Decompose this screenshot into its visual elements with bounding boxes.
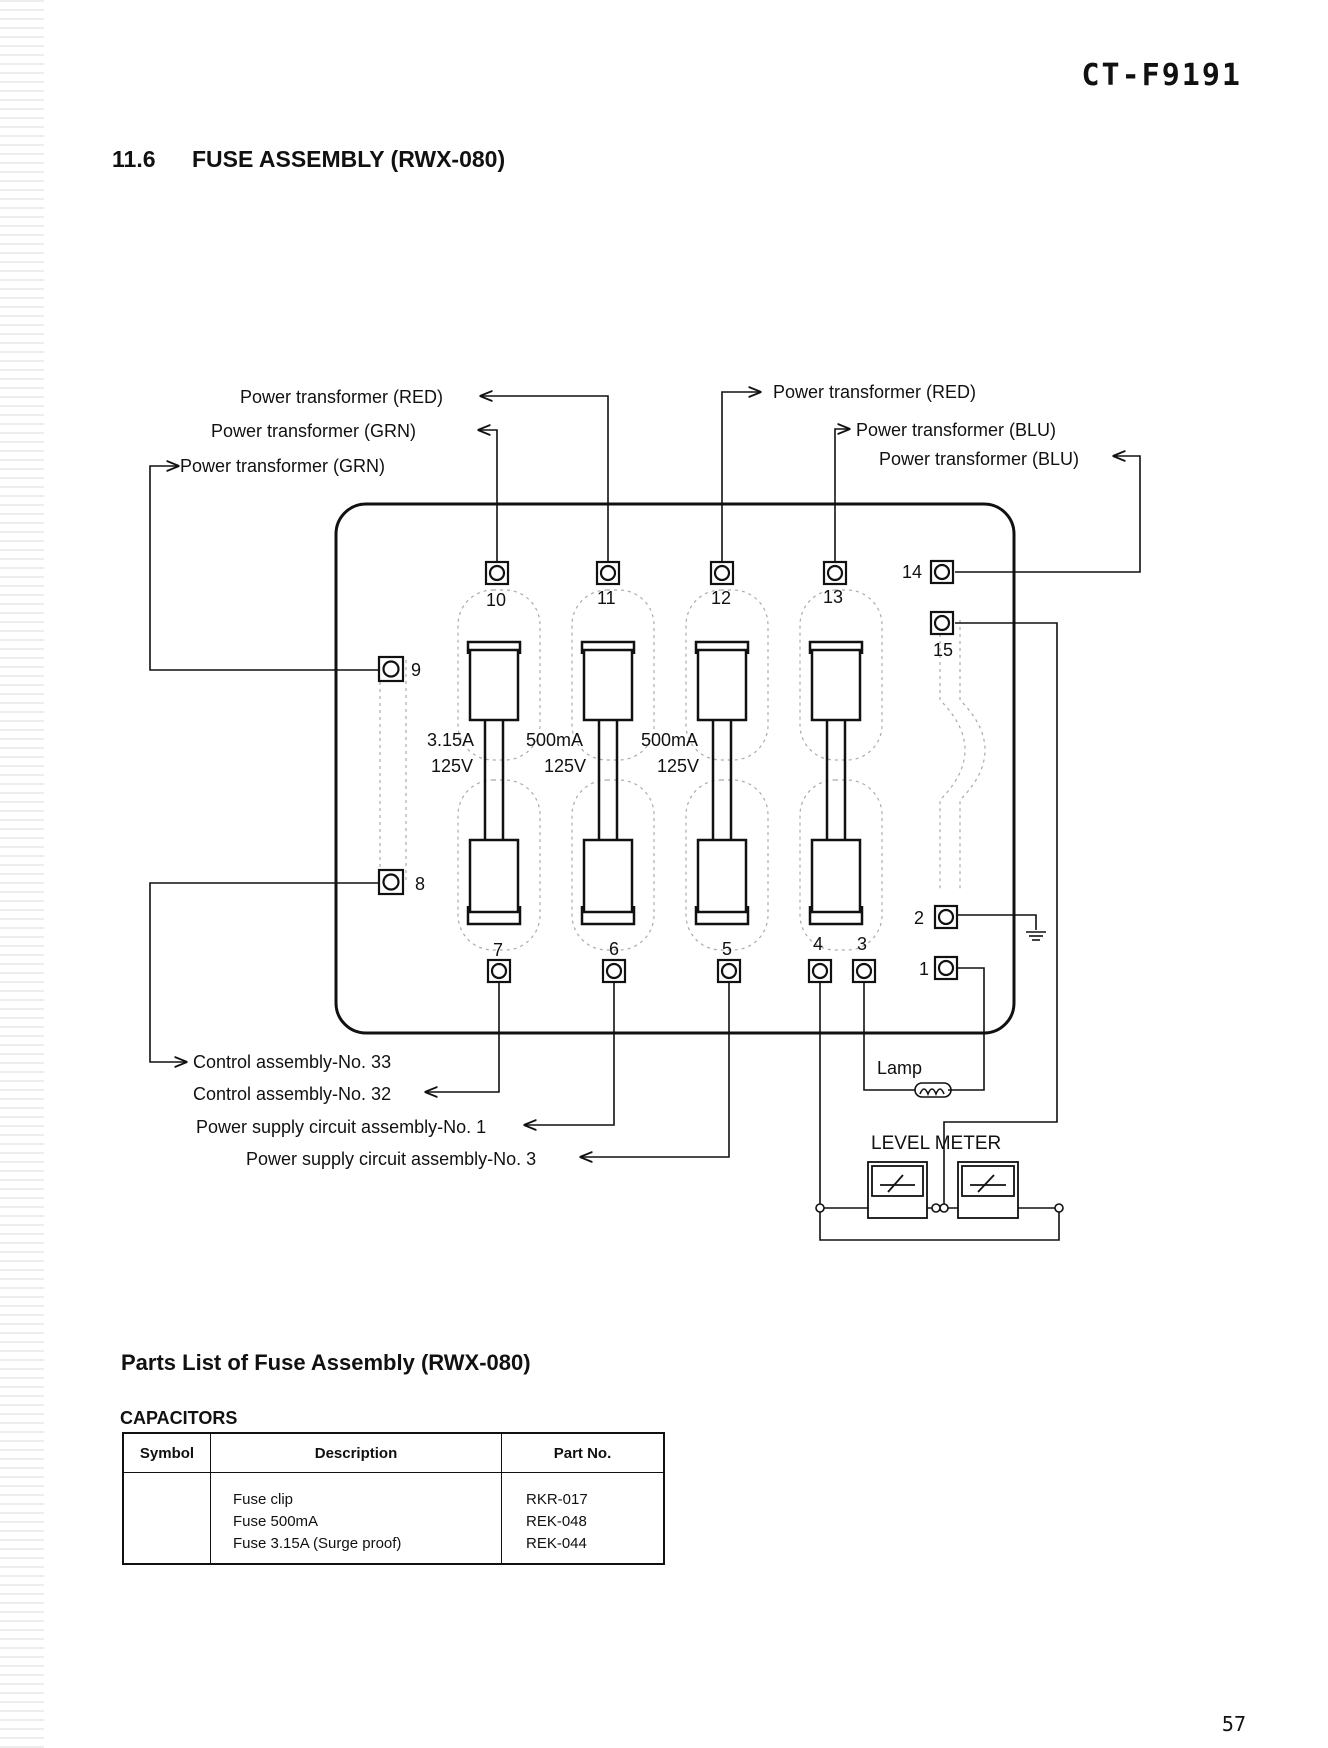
terminal-2 <box>933 904 959 930</box>
board-outline <box>334 502 1016 1035</box>
terminal-4 <box>807 958 833 984</box>
junction-dots <box>815 1203 1064 1213</box>
wire-label-terminal-12: Power transformer (RED) <box>773 382 976 402</box>
terminal-number-4: 4 <box>813 934 823 954</box>
symbol-cell <box>122 1472 211 1564</box>
fuse-body-1 <box>466 640 522 926</box>
wire-label-terminal-8: Control assembly-No. 33 <box>193 1052 391 1072</box>
terminal-number-6: 6 <box>609 939 619 959</box>
column-symbol: Symbol <box>122 1432 211 1473</box>
section-title-text: FUSE ASSEMBLY (RWX-080) <box>192 146 506 172</box>
lamp-label: Lamp <box>877 1058 922 1078</box>
level-meter-label: LEVEL METER <box>871 1133 1001 1154</box>
parts-table-header: Symbol Description Part No. <box>122 1432 665 1473</box>
column-description: Description <box>210 1432 502 1473</box>
fuse-2-amp: 500mA <box>526 730 583 750</box>
lamp-symbol <box>914 1082 952 1098</box>
wire-label-terminal-11: Power transformer (GRN) <box>211 421 416 441</box>
terminal-6 <box>601 958 627 984</box>
terminal-3 <box>851 958 877 984</box>
terminal-number-5: 5 <box>722 939 732 959</box>
wire-label-terminal-5: Power supply circuit assembly-No. 3 <box>246 1149 536 1169</box>
level-meter-right <box>957 1161 1019 1219</box>
page-number: 57 <box>1221 1712 1246 1736</box>
part-no-cell: RKR-017 REK-048 REK-044 <box>501 1472 665 1564</box>
terminal-13 <box>822 560 848 586</box>
terminal-number-13: 13 <box>823 587 843 607</box>
terminal-number-7: 7 <box>493 940 503 960</box>
terminal-10 <box>484 560 510 586</box>
section-title: 11.6 FUSE ASSEMBLY (RWX-080) <box>112 146 505 173</box>
description-value: Fuse 500mA <box>233 1513 319 1530</box>
fuse-3-volt: 125V <box>657 756 699 776</box>
terminal-11 <box>595 560 621 586</box>
scan-margin-texture <box>0 0 44 1748</box>
terminal-number-1: 1 <box>919 959 929 979</box>
fuse-clip-4 <box>808 640 864 926</box>
terminal-8 <box>377 868 405 896</box>
table-row: Fuse clip Fuse 500mA Fuse 3.15A (Surge p… <box>122 1472 665 1564</box>
fuse-body-2 <box>580 640 636 926</box>
part-no-value: REK-048 <box>526 1513 587 1530</box>
section-number: 11.6 <box>112 146 156 172</box>
part-no-value: RKR-017 <box>526 1491 588 1508</box>
description-value: Fuse 3.15A (Surge proof) <box>233 1535 402 1552</box>
parts-category: CAPACITORS <box>120 1408 238 1428</box>
fuse-2-volt: 125V <box>544 756 586 776</box>
terminal-number-2: 2 <box>914 908 924 928</box>
terminal-9 <box>377 655 405 683</box>
terminal-number-11: 11 <box>597 588 616 608</box>
terminal-number-12: 12 <box>711 588 731 608</box>
terminal-number-15: 15 <box>933 640 953 660</box>
level-meter-left <box>867 1161 928 1219</box>
parts-table: Symbol Description Part No. Fuse clip Fu… <box>122 1432 665 1565</box>
model-number: CT-F9191 <box>1081 58 1242 93</box>
terminal-number-9: 9 <box>411 660 421 680</box>
terminal-5 <box>716 958 742 984</box>
terminal-1 <box>933 955 959 981</box>
fuse-1-volt: 125V <box>431 756 473 776</box>
wire-label-terminal-13: Power transformer (BLU) <box>856 420 1056 440</box>
description-value: Fuse clip <box>233 1491 294 1508</box>
description-cell: Fuse clip Fuse 500mA Fuse 3.15A (Surge p… <box>210 1472 502 1564</box>
terminal-number-14: 14 <box>902 562 922 582</box>
terminal-7 <box>486 958 512 984</box>
terminal-15 <box>929 610 955 636</box>
terminal-number-10: 10 <box>486 590 506 610</box>
fuse-1-amp: 3.15A <box>427 730 474 750</box>
wire-label-terminal-7: Control assembly-No. 32 <box>193 1084 391 1104</box>
terminal-number-3: 3 <box>857 934 867 954</box>
wire-label-terminal-6: Power supply circuit assembly-No. 1 <box>196 1117 486 1137</box>
wiring <box>149 392 1141 1241</box>
part-no-value: REK-044 <box>526 1535 587 1552</box>
wire-label-terminal-14: Power transformer (BLU) <box>879 449 1079 469</box>
fuse-body-3 <box>694 640 750 926</box>
terminal-14 <box>929 559 955 585</box>
fuse-3-amp: 500mA <box>641 730 698 750</box>
wire-label-terminal-10: Power transformer (RED) <box>240 387 443 407</box>
column-part-no: Part No. <box>501 1432 665 1473</box>
wire-label-terminal-9: Power transformer (GRN) <box>180 456 385 476</box>
terminal-number-8: 8 <box>415 874 425 894</box>
terminal-12 <box>709 560 735 586</box>
parts-list-title: Parts List of Fuse Assembly (RWX-080) <box>121 1350 531 1375</box>
